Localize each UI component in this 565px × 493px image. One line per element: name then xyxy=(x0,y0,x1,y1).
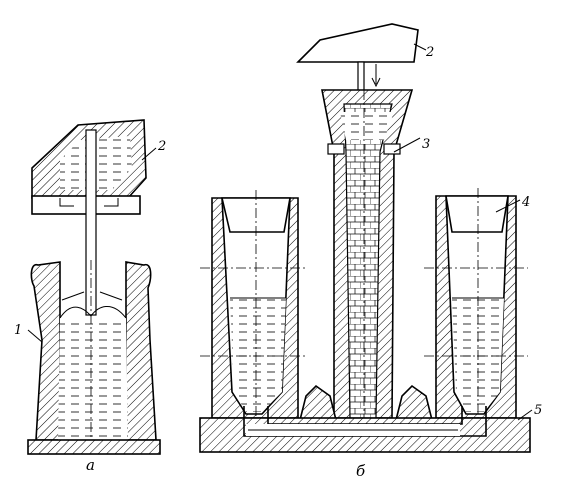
callout-ladle-b: 2 xyxy=(413,43,434,60)
caption-a: а xyxy=(86,456,95,474)
callout-mold: 1 xyxy=(14,323,43,343)
part-b-bottom-pouring: 2 3 xyxy=(199,23,542,480)
part-a-top-pouring: 1 2 а xyxy=(14,119,166,474)
callout-mold-b: 4 xyxy=(495,195,530,213)
callout-ladle-a: 2 xyxy=(141,139,166,161)
caption-b: б xyxy=(356,462,366,480)
ladle-b xyxy=(296,23,419,95)
mold-a xyxy=(30,260,157,441)
bottom-pallet xyxy=(199,406,531,453)
callout-ladle-a-label: 2 xyxy=(157,139,166,154)
left-mold-b xyxy=(200,190,308,420)
right-support xyxy=(394,384,434,421)
bottom-plate-a xyxy=(27,439,161,455)
center-sprue xyxy=(321,89,414,419)
left-support xyxy=(298,384,338,421)
callout-ladle-b-label: 2 xyxy=(425,45,434,60)
callout-pallet: 5 xyxy=(517,403,542,421)
callout-center-sprue-label: 3 xyxy=(422,137,430,152)
right-mold-b xyxy=(424,188,528,420)
callout-mold-b-label: 4 xyxy=(521,195,530,210)
callout-mold-label: 1 xyxy=(14,323,22,338)
callout-pallet-label: 5 xyxy=(534,403,542,418)
callout-center-sprue: 3 xyxy=(393,137,430,153)
